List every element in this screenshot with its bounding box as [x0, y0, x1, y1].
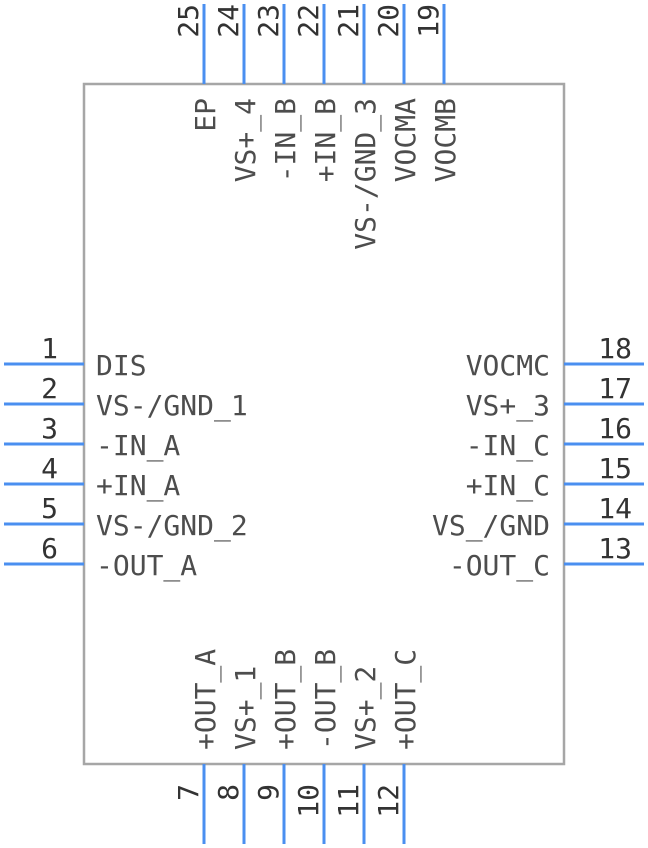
pin-number-23: 23 — [252, 4, 285, 38]
pin-number-14: 14 — [598, 492, 632, 525]
pin-label-16: -IN_C — [466, 429, 550, 463]
pin-label-3: -IN_A — [96, 429, 180, 463]
pin-number-2: 2 — [41, 372, 58, 405]
pin-label-19: VOCMB — [429, 98, 462, 182]
pin-number-25: 25 — [172, 4, 205, 38]
pin-label-4: +IN_A — [96, 469, 180, 503]
pin-number-21: 21 — [332, 4, 365, 38]
pin-number-22: 22 — [292, 4, 325, 38]
pin-number-11: 11 — [332, 784, 365, 818]
pin-number-3: 3 — [41, 412, 58, 445]
pin-label-10: -OUT_B — [309, 649, 343, 750]
pin-number-9: 9 — [252, 784, 285, 801]
pin-number-16: 16 — [598, 412, 632, 445]
pin-label-23: -IN_B — [269, 98, 303, 182]
pin-label-11: VS+_2 — [349, 666, 383, 750]
pin-label-1: DIS — [96, 349, 147, 382]
pin-label-18: VOCMC — [466, 349, 550, 382]
pin-label-22: +IN_B — [309, 98, 343, 182]
pin-number-8: 8 — [212, 784, 245, 801]
pin-number-5: 5 — [41, 492, 58, 525]
pin-label-12: +OUT_C — [389, 649, 423, 750]
pin-label-24: VS+_4 — [229, 98, 263, 182]
pin-label-5: VS-/GND_2 — [96, 509, 248, 543]
pin-number-15: 15 — [598, 452, 632, 485]
pin-number-13: 13 — [598, 532, 632, 565]
pin-number-6: 6 — [41, 532, 58, 565]
pin-label-20: VOCMA — [389, 98, 422, 182]
pin-label-17: VS+_3 — [466, 389, 550, 423]
pin-number-7: 7 — [172, 784, 205, 801]
pin-label-14: VS_/GND — [432, 509, 550, 543]
pin-label-13: -OUT_C — [449, 549, 550, 583]
pin-number-10: 10 — [292, 784, 325, 818]
pin-number-19: 19 — [412, 4, 445, 38]
pin-label-9: +OUT_B — [269, 649, 303, 750]
pin-number-24: 24 — [212, 4, 245, 38]
chip-body — [82, 82, 566, 766]
pin-number-4: 4 — [41, 452, 58, 485]
pin-number-18: 18 — [598, 332, 632, 365]
pin-number-12: 12 — [372, 784, 405, 818]
pin-number-1: 1 — [41, 332, 58, 365]
pin-number-17: 17 — [598, 372, 632, 405]
pin-label-25: EP — [189, 98, 222, 132]
pin-number-20: 20 — [372, 4, 405, 38]
pin-label-21: VS-/GND_3 — [349, 98, 383, 250]
pin-label-6: -OUT_A — [96, 549, 197, 583]
pin-label-15: +IN_C — [466, 469, 550, 503]
pin-label-8: VS+_1 — [229, 666, 263, 750]
pin-label-7: +OUT_A — [189, 649, 223, 750]
pin-label-2: VS-/GND_1 — [96, 389, 248, 423]
